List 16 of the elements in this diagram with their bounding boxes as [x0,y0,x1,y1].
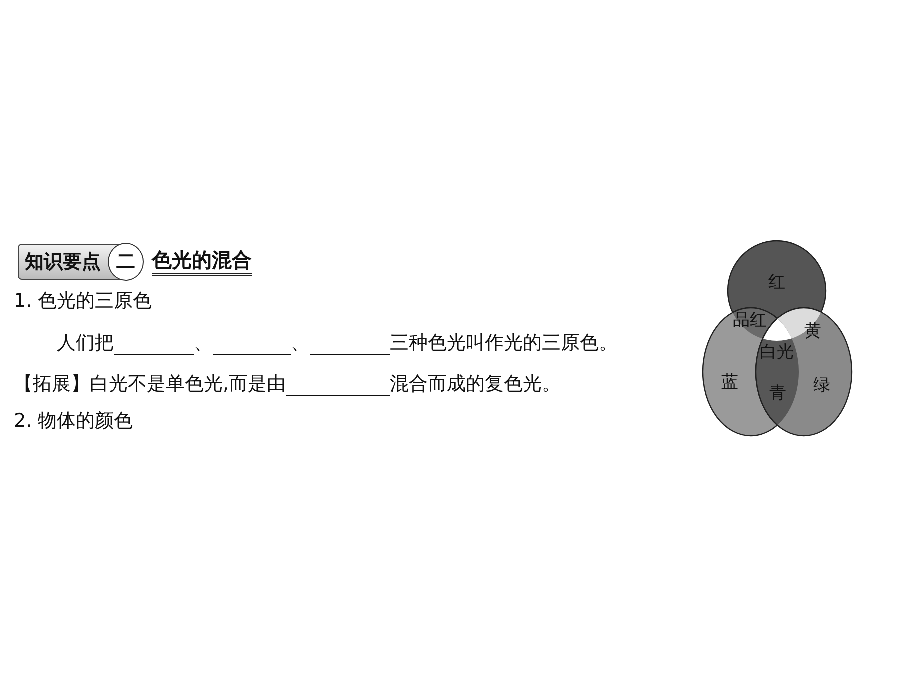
item-heading: 1. 色光的三原色 [14,289,152,313]
sentence-text: 人们把 [57,331,114,355]
sentence-text: 混合而成的复色光。 [390,372,562,396]
sentence-text: 【拓展】白光不是单色光,而是由 [14,372,286,396]
region-label: 青 [770,382,786,404]
sentence-text: 三种色光叫作光的三原色。 [390,331,618,355]
region-label: 黄 [804,320,822,342]
region-label: 红 [768,272,786,294]
separator-text: 、 [194,331,213,355]
item-heading: 2. 物体的颜色 [14,409,134,433]
region-label: 蓝 [722,372,738,394]
region-label: 品红 [733,310,767,332]
region-label: 绿 [814,374,830,396]
section-heading: 色光的混合 [152,248,252,276]
region-label: 白光 [760,342,794,364]
separator-text: 、 [291,331,310,355]
